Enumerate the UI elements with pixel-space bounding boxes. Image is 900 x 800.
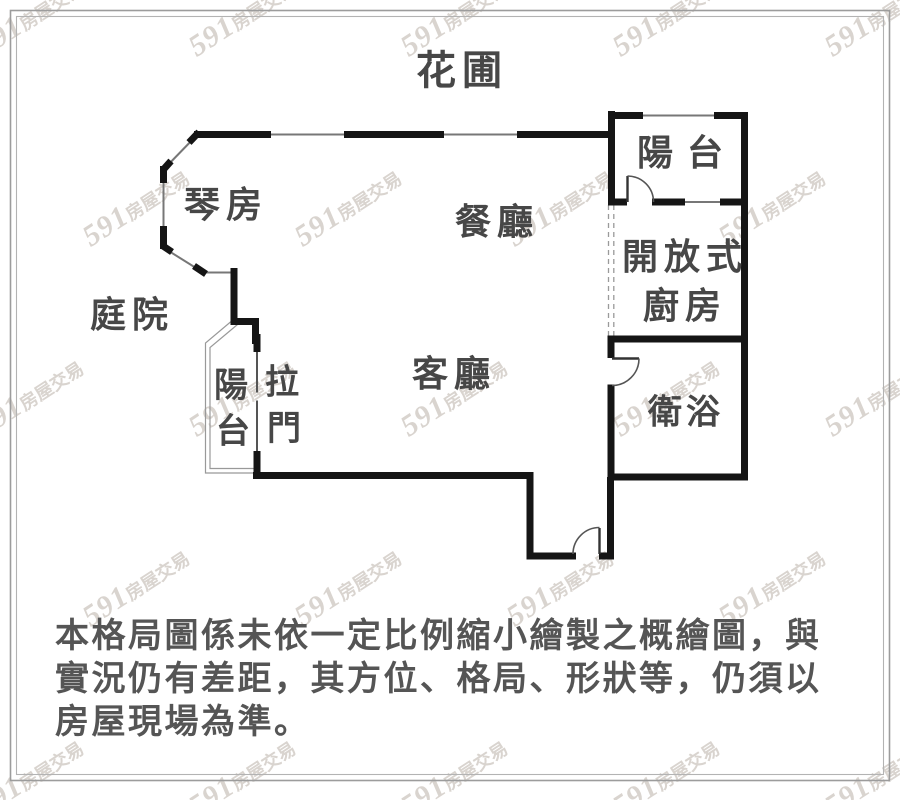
open-kitchen-dashed-line: [607, 205, 615, 336]
label-piano-room: 琴房: [183, 185, 269, 225]
label-open-kitchen-line1: 開放式: [621, 237, 749, 277]
label-living-room: 客廳: [411, 354, 497, 394]
label-balcony-left-char2: 台: [216, 413, 250, 451]
label-bathroom: 衛浴: [648, 394, 724, 432]
label-balcony-left-char1: 陽: [214, 367, 248, 405]
balcony-door: [626, 175, 655, 203]
label-open-kitchen-line2: 廚房: [642, 286, 728, 326]
disclaimer-line-2: 實況仍有差距，其方位、格局、形狀等，仍須以: [55, 661, 822, 698]
label-dining-room: 餐廳: [454, 202, 540, 242]
walls: [160, 111, 748, 560]
bathroom-door: [611, 357, 640, 387]
label-courtyard: 庭院: [89, 295, 175, 335]
left-balcony-outline: [204, 316, 257, 474]
entry-door: [572, 526, 601, 555]
label-flower-garden: 花圃: [416, 48, 508, 93]
disclaimer-line-1: 本格局圖係未依一定比例縮小繪製之概繪圖，與: [55, 618, 822, 655]
disclaimer-text: 本格局圖係未依一定比例縮小繪製之概繪圖，與 實況仍有差距，其方位、格局、形狀等，…: [55, 615, 822, 744]
disclaimer-line-3: 房屋現場為準。: [55, 704, 311, 741]
label-balcony-top-right: 陽台: [636, 133, 738, 173]
label-sliding-door-char1: 拉: [265, 364, 299, 402]
label-sliding-door-char2: 門: [267, 410, 301, 448]
outer-frame: [9, 9, 891, 782]
